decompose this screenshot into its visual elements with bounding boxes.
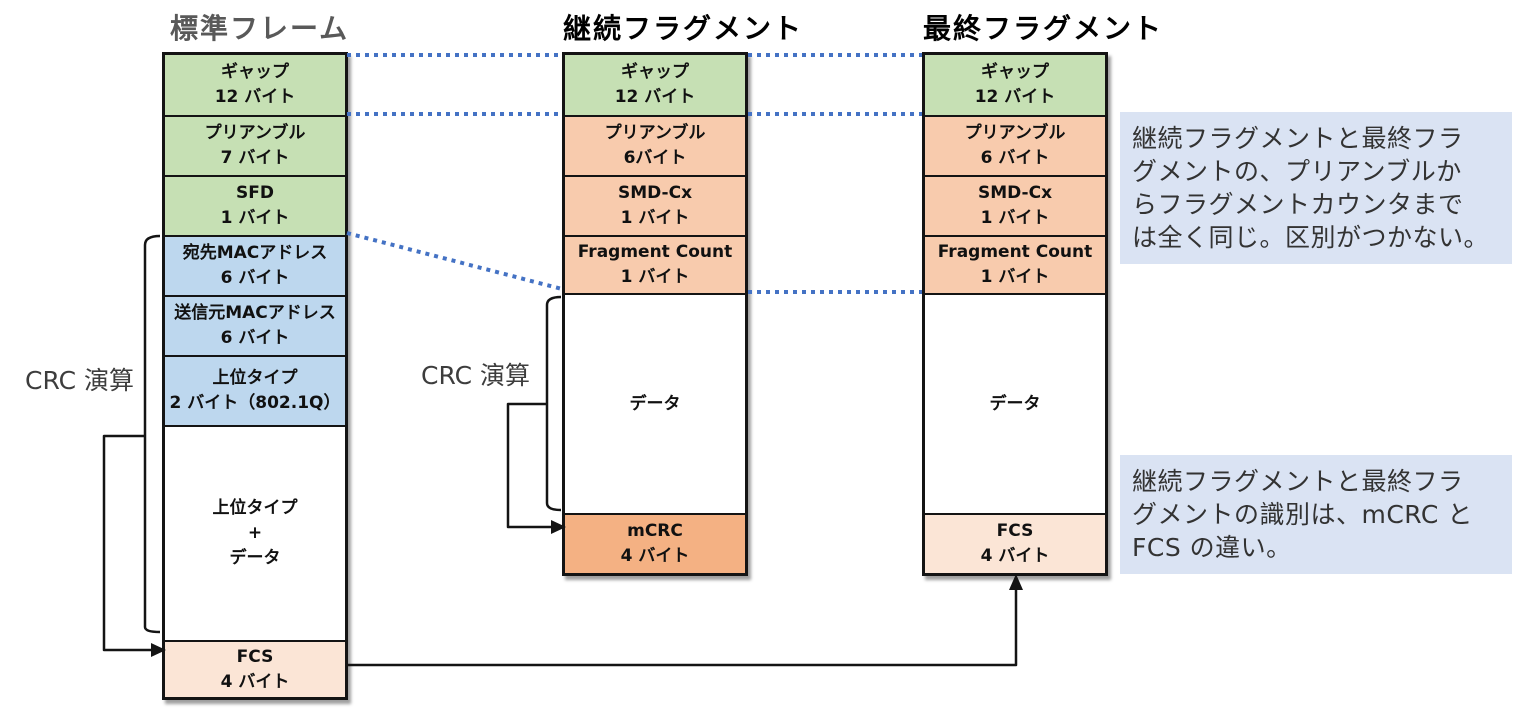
- field-name: ギャップ: [981, 62, 1049, 82]
- field-name: 上位タイプ: [212, 368, 298, 388]
- field-size: 2 バイト（802.1Q）: [169, 393, 341, 413]
- dotted-connector: [346, 231, 563, 291]
- field-size: 6 バイト: [220, 268, 290, 288]
- field-sfd: SFD 1 バイト: [165, 175, 345, 235]
- note-fragments-identical: 継続フラグメントと最終フラ グメントの、プリアンブルか らフラグメントカウンタま…: [1120, 112, 1512, 264]
- field-name: 送信元MACアドレス: [174, 303, 336, 323]
- field-gap: ギャップ 12 バイト: [925, 55, 1105, 115]
- field-preamble: プリアンブル 6バイト: [565, 115, 745, 175]
- field-mcrc: mCRC 4 バイト: [565, 513, 745, 573]
- note-line: グメントの識別は、mCRC と: [1132, 500, 1473, 529]
- field-name: Fragment Count: [577, 242, 733, 262]
- note-line: は全く同じ。区別がつかない。: [1132, 223, 1490, 252]
- field-name: FCS: [236, 646, 274, 667]
- field-payload: 上位タイプ + データ: [165, 425, 345, 640]
- arrow-to-final-fcs: [1009, 574, 1023, 590]
- field-name: SMD-Cx: [617, 183, 693, 203]
- note-line: 継続フラグメントと最終フラ: [1132, 124, 1464, 153]
- crc-calculation-label-standard: CRC 演算: [25, 366, 134, 395]
- field-size: 4 バイト: [980, 546, 1050, 566]
- field-name: Fragment Count: [937, 242, 1093, 262]
- column-title-final-fragment: 最終フラグメント: [923, 12, 1164, 45]
- column-title-standard-frame: 標準フレーム: [170, 12, 350, 45]
- field-size: 12 バイト: [974, 87, 1056, 107]
- crc-bracket-standard: [102, 234, 166, 657]
- field-name: FCS: [996, 521, 1034, 541]
- field-fragment-count: Fragment Count 1 バイト: [565, 235, 745, 293]
- field-size: 6バイト: [623, 148, 687, 168]
- final-fragment-stack: ギャップ 12 バイト プリアンブル 6 バイト SMD-Cx 1 バイト Fr…: [922, 52, 1108, 576]
- field-size: 1 バイト: [620, 267, 690, 287]
- continuation-fragment-stack: ギャップ 12 バイト プリアンブル 6バイト SMD-Cx 1 バイト Fra…: [562, 52, 748, 576]
- field-data: データ: [565, 293, 745, 513]
- field-size: 1 バイト: [980, 267, 1050, 287]
- field-fragment-count: Fragment Count 1 バイト: [925, 235, 1105, 293]
- field-size: 1 バイト: [980, 208, 1050, 228]
- field-fcs: FCS 4 バイト: [165, 640, 345, 697]
- field-data: データ: [925, 293, 1105, 513]
- field-size: 6 バイト: [980, 148, 1050, 168]
- field-preamble: プリアンブル 6 バイト: [925, 115, 1105, 175]
- field-name: プリアンブル: [204, 123, 306, 143]
- field-fcs: FCS 4 バイト: [925, 513, 1105, 573]
- field-size: 1 バイト: [220, 208, 290, 228]
- field-name: データ: [989, 393, 1041, 414]
- field-name: SMD-Cx: [977, 183, 1053, 203]
- crc-bracket-continuation: [506, 295, 566, 534]
- field-name: 宛先MACアドレス: [182, 243, 328, 263]
- fcs-copy-wire: [347, 574, 1023, 667]
- field-size: 6 バイト: [220, 328, 290, 348]
- field-name: データ: [629, 393, 681, 414]
- field-src-mac: 送信元MACアドレス 6 バイト: [165, 295, 345, 355]
- field-name: +: [247, 523, 263, 543]
- standard-frame-stack: ギャップ 12 バイト プリアンブル 7 バイト SFD 1 バイト 宛先MAC…: [162, 52, 348, 700]
- field-size: 4 バイト: [220, 671, 290, 692]
- note-line: 継続フラグメントと最終フラ: [1132, 467, 1464, 496]
- field-gap: ギャップ 12 バイト: [565, 55, 745, 115]
- field-name: プリアンブル: [964, 123, 1066, 143]
- field-size: 4 バイト: [620, 546, 690, 566]
- note-line: グメントの、プリアンブルか: [1132, 157, 1462, 186]
- field-smd-cx: SMD-Cx 1 バイト: [925, 175, 1105, 235]
- field-ethertype: 上位タイプ 2 バイト（802.1Q）: [165, 355, 345, 425]
- field-size: 1 バイト: [620, 208, 690, 228]
- field-name: ギャップ: [221, 62, 289, 82]
- column-title-continuation-fragment: 継続フラグメント: [563, 12, 804, 45]
- field-dst-mac: 宛先MACアドレス 6 バイト: [165, 235, 345, 295]
- note-line: FCS の違い。: [1132, 533, 1292, 562]
- field-name: データ: [229, 548, 281, 568]
- field-gap: ギャップ 12 バイト: [165, 55, 345, 115]
- field-name: mCRC: [627, 521, 683, 541]
- field-size: 7 バイト: [220, 148, 290, 168]
- field-preamble: プリアンブル 7 バイト: [165, 115, 345, 175]
- field-name: 上位タイプ: [212, 498, 298, 518]
- crc-calculation-label-continuation: CRC 演算: [421, 361, 530, 390]
- field-size: 12 バイト: [614, 87, 696, 107]
- field-smd-cx: SMD-Cx 1 バイト: [565, 175, 745, 235]
- field-size: 12 バイト: [214, 87, 296, 107]
- field-name: プリアンブル: [604, 123, 706, 143]
- field-name: ギャップ: [621, 62, 689, 82]
- note-mcrc-fcs-difference: 継続フラグメントと最終フラ グメントの識別は、mCRC と FCS の違い。: [1120, 455, 1512, 574]
- note-line: らフラグメントカウンタまで: [1132, 190, 1464, 219]
- field-name: SFD: [236, 183, 274, 203]
